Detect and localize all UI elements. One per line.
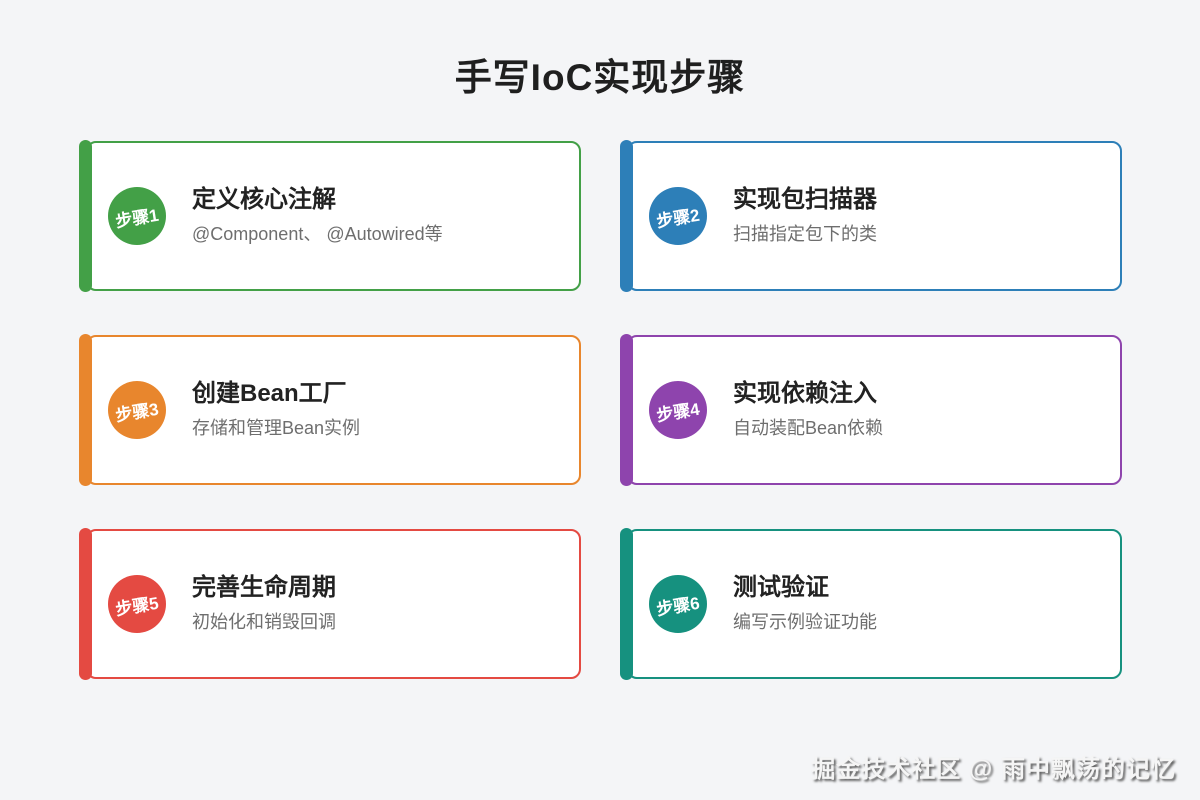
step-badge: 步骤4 [649,381,707,439]
step-title: 完善生命周期 [192,574,336,602]
step-cell-2: 步骤2 实现包扫描器 扫描指定包下的类 [619,140,1122,292]
accent-bar [79,528,92,680]
step-card-3: 步骤3 创建Bean工厂 存储和管理Bean实例 [79,334,581,486]
step-title: 创建Bean工厂 [192,380,347,408]
step-card-6: 步骤6 测试验证 编写示例验证功能 [620,528,1122,680]
step-title: 实现包扫描器 [733,186,877,214]
step-text-block: 测试验证 编写示例验证功能 [733,574,877,633]
step-subtitle: 存储和管理Bean实例 [192,418,361,439]
step-badge-label: 步骤2 [655,205,702,231]
step-badge-label: 步骤1 [114,205,161,231]
step-cell-1: 步骤1 定义核心注解 @Component、 @Autowired等 [78,140,581,292]
step-text-block: 实现包扫描器 扫描指定包下的类 [733,186,877,245]
step-badge: 步骤1 [108,187,166,245]
step-title: 定义核心注解 [192,186,336,214]
step-badge-label: 步骤4 [655,399,702,425]
page-title: 手写IoC实现步骤 [454,56,746,98]
step-subtitle: 初始化和销毁回调 [192,612,336,633]
step-badge: 步骤2 [649,187,707,245]
step-cell-3: 步骤3 创建Bean工厂 存储和管理Bean实例 [78,334,581,486]
step-subtitle: 编写示例验证功能 [733,612,877,633]
step-badge: 步骤3 [108,381,166,439]
step-badge-label: 步骤5 [114,593,161,619]
step-cell-6: 步骤6 测试验证 编写示例验证功能 [619,528,1122,680]
steps-grid: 步骤1 定义核心注解 @Component、 @Autowired等 步骤2 实… [78,140,1122,680]
step-card-4: 步骤4 实现依赖注入 自动装配Bean依赖 [620,334,1122,486]
step-card-2: 步骤2 实现包扫描器 扫描指定包下的类 [620,140,1122,292]
step-title: 实现依赖注入 [733,380,877,408]
accent-bar [620,528,633,680]
accent-bar [79,334,92,486]
accent-bar [620,334,633,486]
step-badge: 步骤5 [108,575,166,633]
accent-bar [79,140,92,292]
step-subtitle: @Component、 @Autowired等 [192,224,443,245]
step-badge-label: 步骤3 [114,399,161,425]
step-text-block: 定义核心注解 @Component、 @Autowired等 [192,186,443,245]
step-card-1: 步骤1 定义核心注解 @Component、 @Autowired等 [79,140,581,292]
step-title: 测试验证 [733,574,829,602]
step-text-block: 完善生命周期 初始化和销毁回调 [192,574,336,633]
step-cell-4: 步骤4 实现依赖注入 自动装配Bean依赖 [619,334,1122,486]
accent-bar [620,140,633,292]
step-text-block: 实现依赖注入 自动装配Bean依赖 [733,380,883,439]
step-card-5: 步骤5 完善生命周期 初始化和销毁回调 [79,528,581,680]
step-badge: 步骤6 [649,575,707,633]
step-subtitle: 扫描指定包下的类 [733,224,877,245]
step-badge-label: 步骤6 [655,593,702,619]
step-text-block: 创建Bean工厂 存储和管理Bean实例 [192,380,360,439]
watermark: 掘金技术社区 @ 雨中飘荡的记忆 [811,756,1176,783]
step-cell-5: 步骤5 完善生命周期 初始化和销毁回调 [78,528,581,680]
step-subtitle: 自动装配Bean依赖 [733,418,884,439]
